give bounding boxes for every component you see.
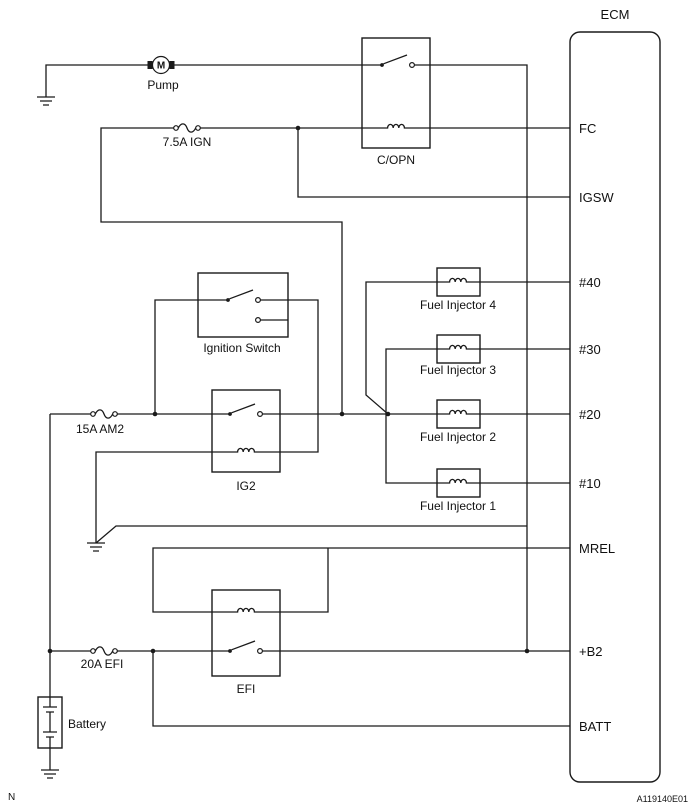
- fuse-7-5a-ign: 7.5A IGN: [163, 123, 212, 149]
- relay-ig2-box: [211, 389, 281, 473]
- relay-efi-label: EFI: [237, 682, 256, 696]
- junctions: [47, 125, 530, 654]
- ecm-pin-10: #10: [579, 476, 601, 491]
- mrel-wire: [152, 547, 570, 613]
- ecm-title: ECM: [601, 7, 630, 22]
- relay-efi: EFI: [211, 589, 281, 696]
- fuel-injector-4: Fuel Injector 4: [420, 267, 496, 312]
- ig2-coil-ground-wire: [95, 451, 236, 543]
- relay-ig2-switch-icon: [227, 403, 264, 418]
- motor-symbol-letter: M: [157, 61, 165, 72]
- injector-3-label: Fuel Injector 3: [420, 363, 496, 377]
- injector-4-label: Fuel Injector 4: [420, 298, 496, 312]
- batt-wire: [152, 651, 570, 727]
- fuse-icon: [90, 646, 118, 656]
- junction-dot: [47, 648, 53, 654]
- fuel-injector-1: Fuel Injector 1: [420, 468, 496, 513]
- ecm-box: [569, 31, 661, 783]
- relay-copn-switch-icon: [379, 54, 416, 69]
- junction-dot: [385, 411, 391, 417]
- relay-efi-switch-icon: [227, 640, 264, 655]
- figure-code: A119140E01: [637, 794, 688, 804]
- injector-3-1-branch-wire: [385, 348, 448, 484]
- relay-ig2-label: IG2: [236, 479, 256, 493]
- motor-brush-right: [169, 61, 175, 69]
- ignition-switch-output-wire: [256, 299, 319, 453]
- injector-2-box: [436, 399, 481, 429]
- ecm-pin-b2: +B2: [579, 644, 603, 659]
- ignition-switch-input-wire: [154, 299, 228, 414]
- ecm-pin-20: #20: [579, 407, 601, 422]
- junction-dot: [524, 648, 530, 654]
- efi-coil-return-wire: [256, 548, 329, 613]
- relay-efi-box: [211, 589, 281, 677]
- fuse-icon: [90, 409, 118, 419]
- injector-1-label: Fuel Injector 1: [420, 499, 496, 513]
- injector-4-coil-icon: [447, 277, 469, 283]
- junction-dot: [152, 411, 158, 417]
- ecm-pin-40: #40: [579, 275, 601, 290]
- ign-fuse-feed-wire: [100, 127, 343, 414]
- ground-bond-wire: [95, 525, 527, 544]
- copn-switch-to-b2-wire: [414, 64, 528, 651]
- ecm-unit: ECM FC IGSW #40 #30 #20 #10 MREL +B2 BAT…: [569, 7, 661, 783]
- ecm-pin-batt: BATT: [579, 719, 611, 734]
- relay-ig2: IG2: [211, 389, 281, 493]
- battery-ground-icon: [40, 769, 60, 779]
- ignition-switch: Ignition Switch: [197, 272, 289, 355]
- orientation-mark: N: [8, 792, 15, 803]
- fuse-icon: [173, 123, 201, 133]
- injector-3-box: [436, 334, 481, 364]
- fuse-ign-label: 7.5A IGN: [163, 135, 212, 149]
- fuel-injector-3: Fuel Injector 3: [420, 334, 496, 377]
- battery-cells-icon: [43, 697, 57, 748]
- ignition-switch-box: [197, 272, 289, 338]
- fuse-efi-label: 20A EFI: [81, 657, 124, 671]
- relay-copn-coil-icon: [385, 123, 407, 129]
- junction-dot: [295, 125, 301, 131]
- pump-ground-wire: [45, 64, 148, 97]
- wires: [45, 64, 570, 770]
- relay-ig2-coil-icon: [235, 447, 257, 453]
- fuse-20a-efi: 20A EFI: [81, 646, 124, 671]
- fuel-pump: M Pump: [147, 55, 179, 92]
- injector-2-label: Fuel Injector 2: [420, 430, 496, 444]
- injector-1-coil-icon: [447, 478, 469, 484]
- battery-label: Battery: [68, 717, 106, 731]
- ignition-switch-second-contact: [255, 317, 262, 324]
- fuse-am2-label: 15A AM2: [76, 422, 124, 436]
- ecm-pin-mrel: MREL: [579, 541, 615, 556]
- relay-efi-coil-icon: [235, 607, 257, 613]
- ignition-switch-contact-icon: [225, 289, 262, 304]
- pump-label: Pump: [147, 78, 179, 92]
- ecm-pin-30: #30: [579, 342, 601, 357]
- relay-copn-box: [361, 37, 431, 149]
- motor-icon: [151, 55, 171, 75]
- battery: Battery: [37, 696, 106, 749]
- relay-copn-label: C/OPN: [377, 153, 415, 167]
- ecm-pin-igsw: IGSW: [579, 190, 614, 205]
- injector-4-branch-wire: [365, 281, 448, 415]
- pump-ground-icon: [36, 96, 56, 106]
- fuse-15a-am2: 15A AM2: [76, 409, 124, 436]
- relay-copn: C/OPN: [361, 37, 431, 167]
- igsw-wire: [297, 128, 570, 198]
- ignition-switch-label: Ignition Switch: [203, 341, 280, 355]
- injector-3-coil-icon: [447, 344, 469, 350]
- injector-1-box: [436, 468, 481, 498]
- ig2-ground-icon: [86, 542, 106, 552]
- ecm-pin-fc: FC: [579, 121, 596, 136]
- junction-dot: [339, 411, 345, 417]
- junction-dot: [150, 648, 156, 654]
- motor-brush-left: [147, 61, 153, 69]
- fuel-injector-2: Fuel Injector 2: [420, 399, 496, 444]
- injector-2-coil-icon: [447, 409, 469, 415]
- injector-4-box: [436, 267, 481, 297]
